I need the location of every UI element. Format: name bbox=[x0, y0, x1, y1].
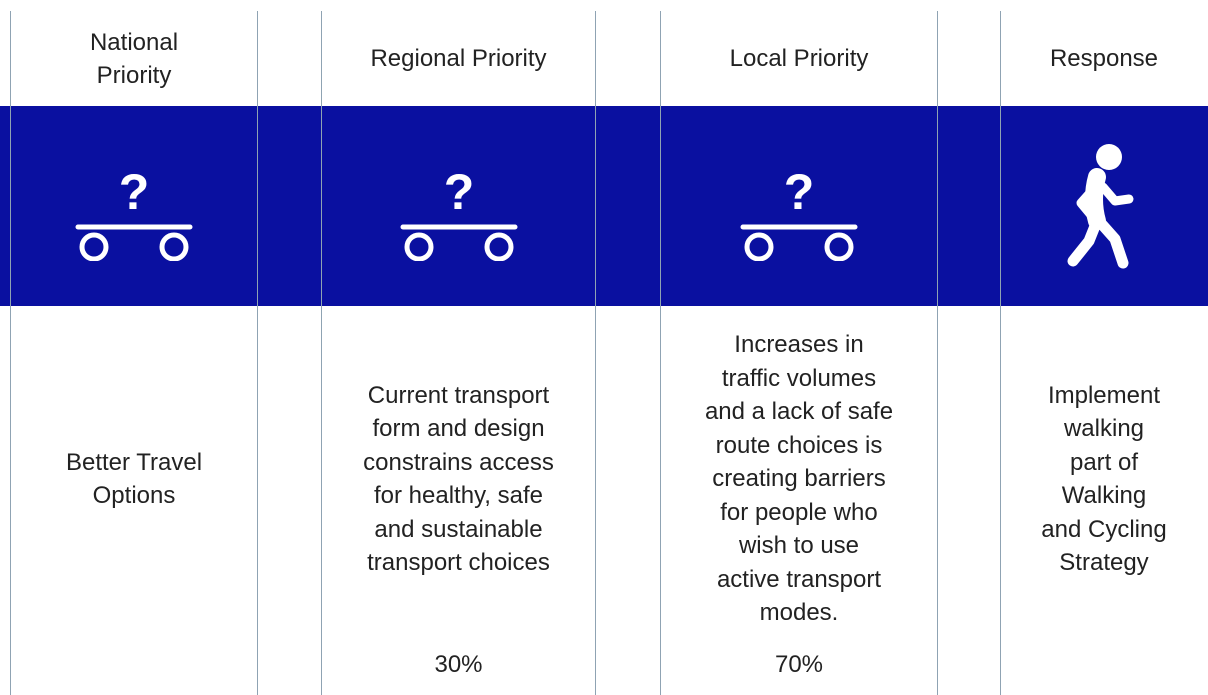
svg-text:?: ? bbox=[443, 164, 474, 220]
column-header: Response bbox=[1049, 45, 1159, 72]
svg-text:?: ? bbox=[784, 164, 815, 220]
column-footer-value: 30% bbox=[434, 651, 483, 678]
column-body: Implement walking part of Walking and Cy… bbox=[1041, 381, 1167, 577]
column-header: National Priority bbox=[89, 28, 179, 89]
icon-band bbox=[0, 106, 1208, 306]
svg-text:?: ? bbox=[119, 164, 150, 220]
column-body: Increases in traffic volumes and a lack … bbox=[704, 331, 894, 627]
question-balance-icon: ? bbox=[322, 106, 595, 306]
column-local-priority: Local Priority ? Increases in traffic vo… bbox=[660, 11, 938, 695]
column-header: Local Priority bbox=[729, 45, 869, 72]
question-balance-icon: ? bbox=[661, 106, 937, 306]
walking-person-icon bbox=[1001, 106, 1207, 306]
question-balance-icon: ? bbox=[11, 106, 257, 306]
column-header: Regional Priority bbox=[370, 45, 547, 72]
column-body: Better Travel Options bbox=[65, 448, 203, 510]
column-response: Response Implement walking part of Walki… bbox=[1000, 11, 1208, 695]
column-national-priority: National Priority ? Better Travel Option… bbox=[10, 11, 258, 695]
column-body: Current transport form and design constr… bbox=[363, 381, 554, 577]
column-regional-priority: Regional Priority ? Current transport fo… bbox=[321, 11, 596, 695]
column-footer-value: 70% bbox=[774, 651, 824, 678]
